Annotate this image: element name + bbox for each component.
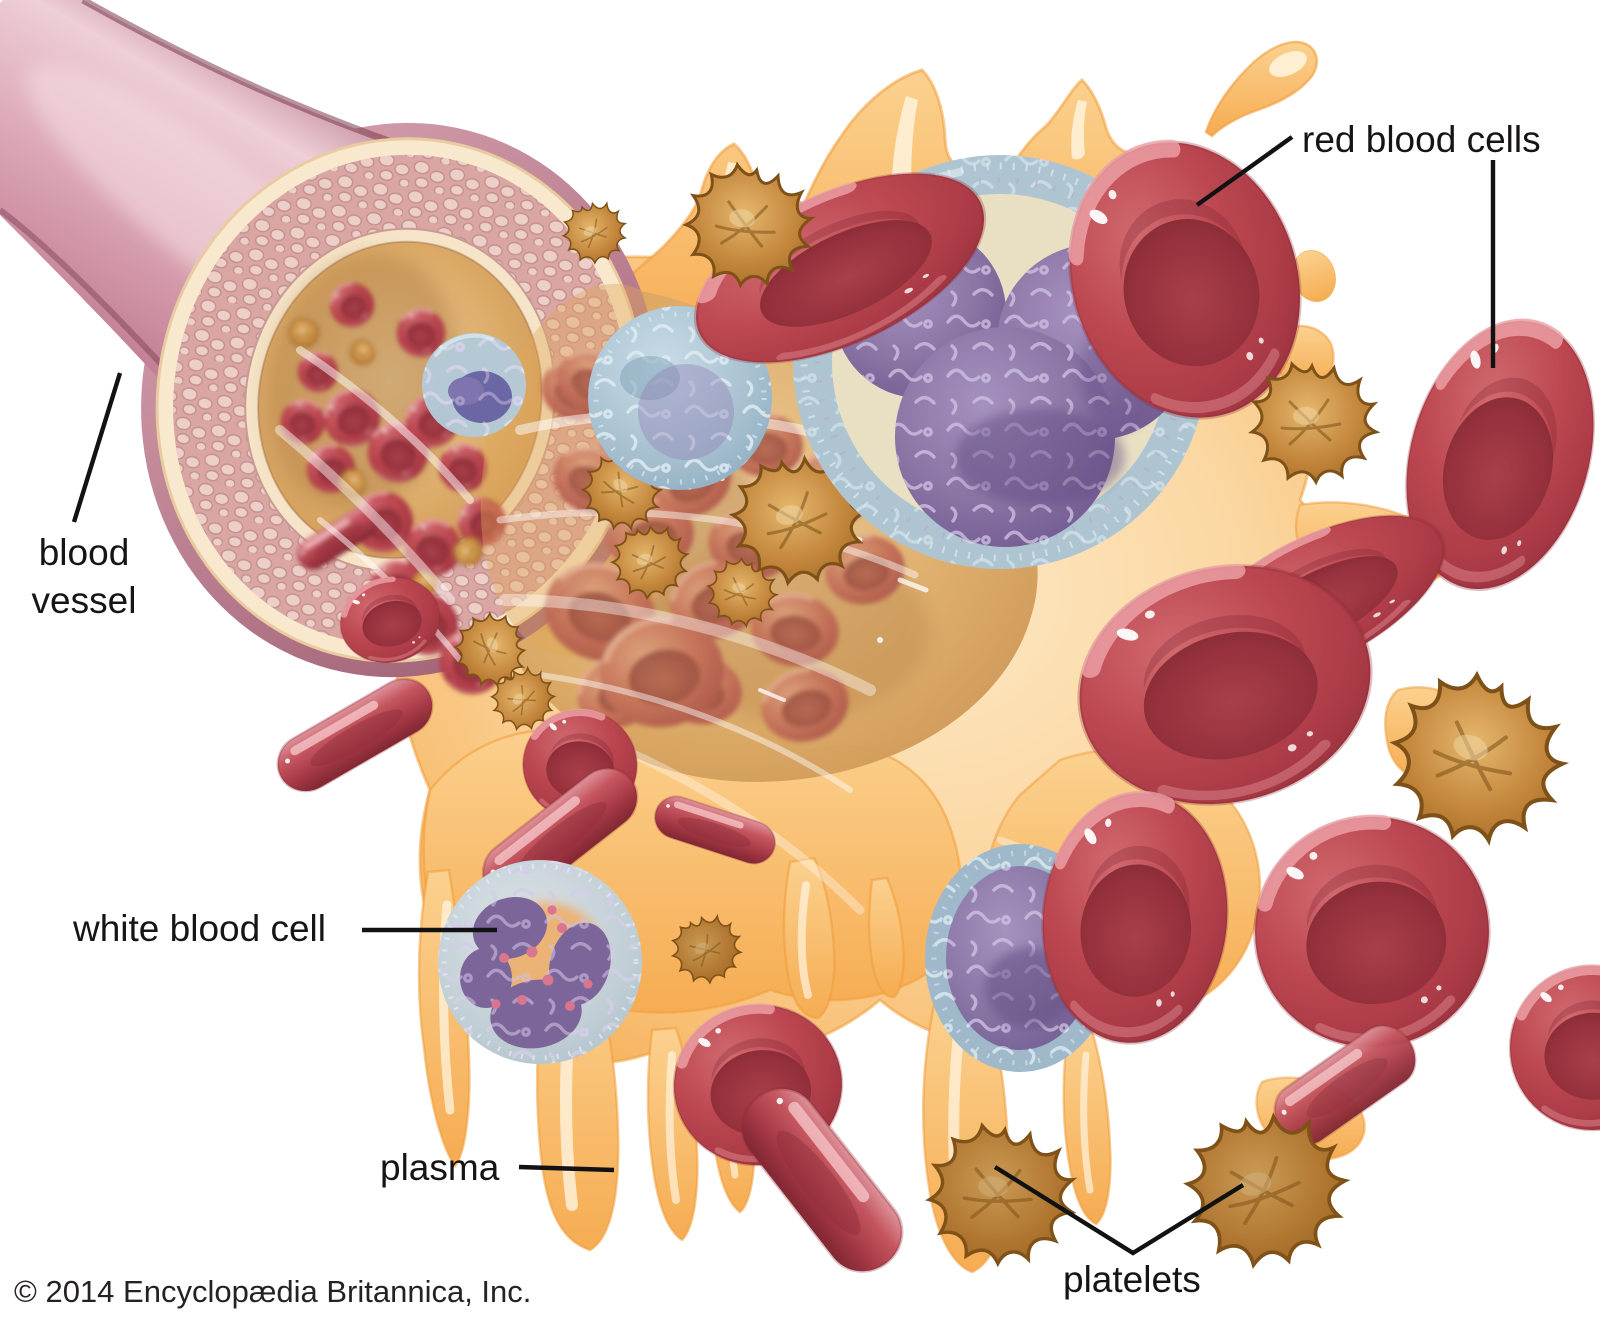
label-blood-vessel-line1: blood [39, 532, 130, 573]
label-plasma: plasma [380, 1147, 500, 1188]
leader-line-plasma [518, 1164, 615, 1173]
label-white-blood-cell: white blood cell [72, 908, 326, 949]
white-blood-cell-small [422, 333, 526, 437]
red-blood-cell [1510, 966, 1600, 1130]
leader-line-blood-vessel [71, 372, 123, 523]
leader-line-platelets [993, 1165, 1245, 1256]
label-platelets: platelets [1063, 1259, 1201, 1300]
credit-line: © 2014 Encyclopædia Britannica, Inc. [14, 1274, 531, 1309]
blood-vessel [0, 0, 704, 726]
label-blood-vessel-line2: vessel [32, 580, 137, 621]
label-red-blood-cells: red blood cells [1302, 119, 1541, 160]
neutrophil-granules [491, 905, 593, 1011]
white-blood-cell-neutrophil [438, 860, 642, 1064]
annotations: red blood cells blood vessel white blood… [14, 119, 1541, 1309]
plasma-droplet-highlight [1269, 51, 1307, 77]
leader-line-red-blood-cells-1 [1195, 135, 1294, 207]
red-blood-cell [1237, 798, 1507, 1065]
